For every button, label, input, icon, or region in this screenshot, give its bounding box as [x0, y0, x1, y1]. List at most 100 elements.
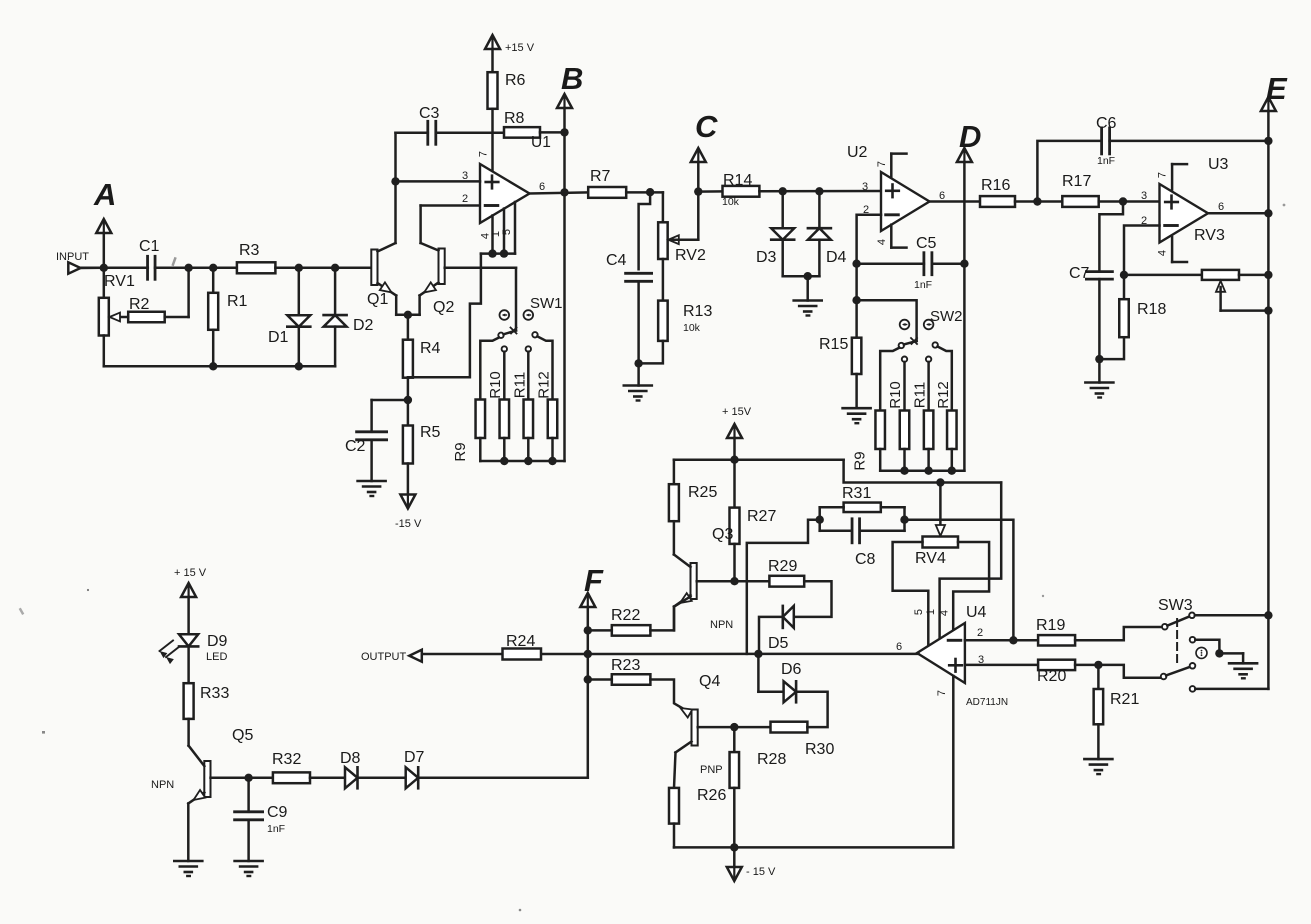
svg-text:6: 6: [896, 641, 902, 653]
svg-text:RV4: RV4: [915, 550, 946, 567]
svg-text:R12: R12: [935, 381, 952, 409]
svg-text:C5: C5: [916, 235, 937, 252]
svg-text:D1: D1: [268, 329, 289, 346]
svg-text:R31: R31: [842, 485, 871, 502]
svg-text:Q4: Q4: [699, 673, 720, 690]
svg-text:R28: R28: [757, 751, 786, 768]
svg-text:C: C: [695, 109, 718, 144]
svg-text:R2: R2: [129, 296, 150, 313]
svg-text:Q3: Q3: [712, 526, 733, 543]
svg-text:RV1: RV1: [104, 273, 135, 290]
svg-text:1nF: 1nF: [267, 823, 285, 835]
svg-text:+15 V: +15 V: [505, 42, 535, 54]
svg-text:D7: D7: [404, 749, 425, 766]
svg-text:R22: R22: [611, 607, 640, 624]
svg-text:5: 5: [501, 229, 513, 235]
svg-text:R32: R32: [272, 751, 301, 768]
svg-text:R24: R24: [506, 633, 535, 650]
svg-text:C8: C8: [855, 551, 876, 568]
svg-text:R15: R15: [819, 336, 848, 353]
svg-text:7: 7: [1157, 172, 1169, 178]
svg-text:U4: U4: [966, 604, 987, 621]
svg-text:R10: R10: [887, 381, 904, 409]
svg-text:R4: R4: [420, 340, 441, 357]
svg-text:R30: R30: [805, 741, 834, 758]
svg-text:C2: C2: [345, 438, 366, 455]
svg-text:5: 5: [913, 609, 925, 615]
svg-text:R26: R26: [697, 787, 726, 804]
svg-text:U2: U2: [847, 144, 868, 161]
svg-text:R19: R19: [1036, 617, 1065, 634]
svg-text:4: 4: [939, 610, 951, 616]
svg-text:C6: C6: [1096, 115, 1117, 132]
svg-text:C7: C7: [1069, 265, 1090, 282]
svg-text:A: A: [93, 177, 116, 212]
svg-text:R20: R20: [1037, 668, 1066, 685]
svg-text:2: 2: [977, 627, 983, 639]
svg-text:3: 3: [978, 654, 984, 666]
svg-text:7: 7: [876, 161, 888, 167]
svg-text:LED: LED: [206, 651, 227, 663]
svg-text:RV2: RV2: [675, 247, 706, 264]
svg-text:3: 3: [1141, 190, 1147, 202]
svg-text:Q1: Q1: [367, 291, 388, 308]
svg-text:R7: R7: [590, 168, 611, 185]
svg-text:+ 15V: + 15V: [722, 406, 752, 418]
svg-text:D4: D4: [826, 249, 847, 266]
svg-text:D5: D5: [768, 635, 789, 652]
svg-text:NPN: NPN: [710, 619, 733, 631]
svg-text:R17: R17: [1062, 173, 1091, 190]
svg-text:3: 3: [462, 170, 468, 182]
svg-text:R21: R21: [1110, 691, 1139, 708]
svg-text:6: 6: [539, 181, 545, 193]
svg-text:R11: R11: [911, 382, 928, 408]
svg-text:SW3: SW3: [1158, 597, 1193, 614]
svg-text:OUTPUT: OUTPUT: [361, 651, 407, 663]
svg-text:R25: R25: [688, 484, 717, 501]
svg-text:1: 1: [490, 231, 502, 237]
svg-text:2: 2: [863, 204, 869, 216]
svg-text:R13: R13: [683, 303, 712, 320]
svg-text:D8: D8: [340, 750, 361, 767]
svg-text:Q5: Q5: [232, 727, 253, 744]
svg-text:R27: R27: [747, 508, 776, 525]
svg-text:C9: C9: [267, 804, 288, 821]
svg-text:Q2: Q2: [433, 299, 454, 316]
svg-text:C1: C1: [139, 238, 160, 255]
svg-text:D6: D6: [781, 661, 802, 678]
svg-text:C4: C4: [606, 252, 627, 269]
svg-text:7: 7: [936, 690, 948, 696]
svg-text:C3: C3: [419, 105, 440, 122]
svg-text:6: 6: [1218, 201, 1224, 213]
svg-text:-15 V: -15 V: [395, 518, 422, 530]
svg-text:R14: R14: [723, 172, 752, 189]
svg-text:+ 15 V: + 15 V: [174, 567, 207, 579]
svg-text:F: F: [584, 563, 604, 598]
svg-text:R29: R29: [768, 558, 797, 575]
svg-text:7: 7: [478, 151, 490, 157]
svg-text:6: 6: [939, 190, 945, 202]
svg-text:B: B: [561, 61, 583, 96]
svg-text:2: 2: [1141, 215, 1147, 227]
svg-text:D3: D3: [756, 249, 777, 266]
svg-text:R5: R5: [420, 424, 441, 441]
svg-text:R6: R6: [505, 72, 526, 89]
svg-text:R1: R1: [227, 293, 248, 310]
svg-text:R10: R10: [487, 371, 504, 399]
svg-text:10k: 10k: [722, 196, 740, 208]
svg-text:- 15 V: - 15 V: [746, 866, 776, 878]
svg-text:INPUT: INPUT: [56, 251, 89, 263]
svg-text:4: 4: [876, 239, 888, 245]
svg-text:1nF: 1nF: [914, 279, 932, 291]
svg-text:AD711JN: AD711JN: [966, 697, 1008, 708]
svg-text:NPN: NPN: [151, 779, 174, 791]
svg-text:3: 3: [862, 181, 868, 193]
svg-text:PNP: PNP: [700, 764, 723, 776]
svg-text:R18: R18: [1137, 301, 1166, 318]
svg-text:1nF: 1nF: [1097, 155, 1115, 167]
svg-text:D9: D9: [207, 633, 228, 650]
svg-text:4: 4: [1157, 250, 1169, 256]
svg-text:U1: U1: [531, 134, 551, 151]
svg-text:R3: R3: [239, 242, 260, 259]
svg-text:1: 1: [925, 609, 937, 615]
